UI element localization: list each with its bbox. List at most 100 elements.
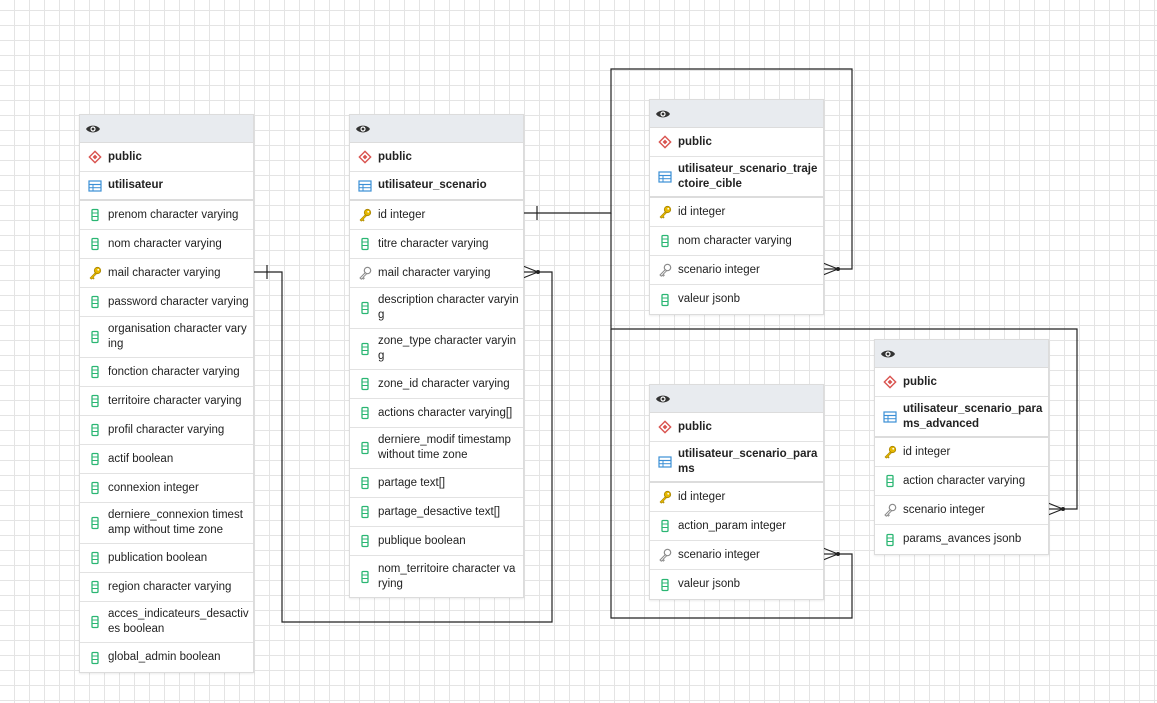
column-row[interactable]: scenario integer: [875, 496, 1048, 525]
column-row[interactable]: valeur jsonb: [650, 285, 823, 314]
column-row[interactable]: zone_id character varying: [350, 370, 523, 399]
column-row[interactable]: publique boolean: [350, 527, 523, 556]
column-row[interactable]: organisation character varying: [80, 317, 253, 358]
column-row[interactable]: nom character varying: [80, 230, 253, 259]
crowfoot-junction: [836, 267, 840, 271]
column-icon: [358, 505, 372, 519]
schema-label: public: [108, 150, 142, 163]
column-list: prenom character varying nom character va…: [80, 201, 253, 672]
table-utilisateur-scenario-trajectoire-cible[interactable]: public utilisateur_scenario_trajectoire_…: [649, 99, 824, 315]
column-row[interactable]: acces_indicateurs_desactives boolean: [80, 602, 253, 643]
table-utilisateur-scenario-params[interactable]: public utilisateur_scenario_params id in…: [649, 384, 824, 600]
eye-icon[interactable]: [880, 346, 896, 362]
column-row[interactable]: password character varying: [80, 288, 253, 317]
table-icon: [88, 179, 102, 193]
table-header: [650, 385, 823, 413]
column-row[interactable]: id integer: [350, 201, 523, 230]
eye-icon[interactable]: [355, 121, 371, 137]
column-label: profil character varying: [108, 423, 225, 436]
schema-label: public: [678, 420, 712, 433]
eye-icon[interactable]: [85, 121, 101, 137]
column-row[interactable]: nom_territoire character varying: [350, 556, 523, 597]
table-utilisateur[interactable]: public utilisateur prenom character vary…: [79, 114, 254, 673]
foreign-key-icon: [883, 503, 897, 517]
column-row[interactable]: id integer: [875, 438, 1048, 467]
column-row[interactable]: nom character varying: [650, 227, 823, 256]
table-icon: [358, 179, 372, 193]
column-row[interactable]: fonction character varying: [80, 358, 253, 387]
column-row[interactable]: actif boolean: [80, 445, 253, 474]
column-row[interactable]: profil character varying: [80, 416, 253, 445]
table-name-row: utilisateur: [80, 172, 253, 201]
column-row[interactable]: mail character varying: [80, 259, 253, 288]
column-icon: [88, 365, 102, 379]
schema-icon: [658, 135, 672, 149]
column-row[interactable]: scenario integer: [650, 541, 823, 570]
column-row[interactable]: mail character varying: [350, 259, 523, 288]
column-icon: [358, 570, 372, 584]
table-name: utilisateur_scenario_trajectoire_cible: [678, 162, 818, 190]
eye-icon[interactable]: [655, 106, 671, 122]
column-row[interactable]: actions character varying[]: [350, 399, 523, 428]
schema-row: public: [350, 143, 523, 172]
column-row[interactable]: zone_type character varying: [350, 329, 523, 370]
table-utilisateur-scenario-params-advanced[interactable]: public utilisateur_scenario_params_advan…: [874, 339, 1049, 555]
column-label: id integer: [678, 490, 726, 503]
primary-key-icon: [658, 490, 672, 504]
column-label: action character varying: [903, 474, 1026, 487]
column-label: titre character varying: [378, 237, 489, 250]
column-label: nom_territoire character varying: [378, 562, 516, 590]
column-icon: [88, 237, 102, 251]
schema-row: public: [650, 128, 823, 157]
schema-icon: [883, 375, 897, 389]
eye-icon[interactable]: [655, 391, 671, 407]
foreign-key-icon: [658, 548, 672, 562]
crowfoot-mark: [822, 262, 839, 270]
column-row[interactable]: action character varying: [875, 467, 1048, 496]
foreign-key-icon: [358, 266, 372, 280]
column-row[interactable]: description character varying: [350, 288, 523, 329]
column-label: password character varying: [108, 295, 249, 308]
column-label: valeur jsonb: [678, 578, 741, 590]
column-row[interactable]: region character varying: [80, 573, 253, 602]
table-name-row: utilisateur_scenario_params: [650, 442, 823, 483]
column-row[interactable]: partage text[]: [350, 469, 523, 498]
column-row[interactable]: derniere_connexion timestamp without tim…: [80, 503, 253, 544]
schema-icon: [88, 150, 102, 164]
column-row[interactable]: id integer: [650, 198, 823, 227]
column-row[interactable]: action_param integer: [650, 512, 823, 541]
column-row[interactable]: publication boolean: [80, 544, 253, 573]
crowfoot-mark: [522, 271, 539, 279]
column-row[interactable]: params_avances jsonb: [875, 525, 1048, 554]
column-row[interactable]: prenom character varying: [80, 201, 253, 230]
column-icon: [88, 551, 102, 565]
column-row[interactable]: partage_desactive text[]: [350, 498, 523, 527]
column-icon: [88, 295, 102, 309]
column-label: params_avances jsonb: [903, 533, 1022, 545]
crowfoot-mark: [822, 547, 839, 555]
column-row[interactable]: territoire character varying: [80, 387, 253, 416]
table-icon: [883, 410, 897, 424]
column-label: actions character varying[]: [378, 406, 513, 419]
column-label: nom character varying: [108, 237, 222, 250]
column-row[interactable]: valeur jsonb: [650, 570, 823, 599]
primary-key-icon: [883, 445, 897, 459]
column-row[interactable]: global_admin boolean: [80, 643, 253, 672]
column-icon: [358, 301, 372, 315]
column-icon: [88, 423, 102, 437]
column-label: acces_indicateurs_desactives boolean: [108, 608, 249, 635]
primary-key-icon: [358, 208, 372, 222]
column-row[interactable]: titre character varying: [350, 230, 523, 259]
table-header: [875, 340, 1048, 368]
column-row[interactable]: id integer: [650, 483, 823, 512]
column-label: id integer: [678, 205, 726, 218]
column-row[interactable]: derniere_modif timestamp without time zo…: [350, 428, 523, 469]
table-name: utilisateur_scenario_params_advanced: [903, 402, 1043, 430]
column-row[interactable]: scenario integer: [650, 256, 823, 285]
column-label: global_admin boolean: [108, 651, 221, 663]
column-row[interactable]: connexion integer: [80, 474, 253, 503]
column-icon: [358, 237, 372, 251]
